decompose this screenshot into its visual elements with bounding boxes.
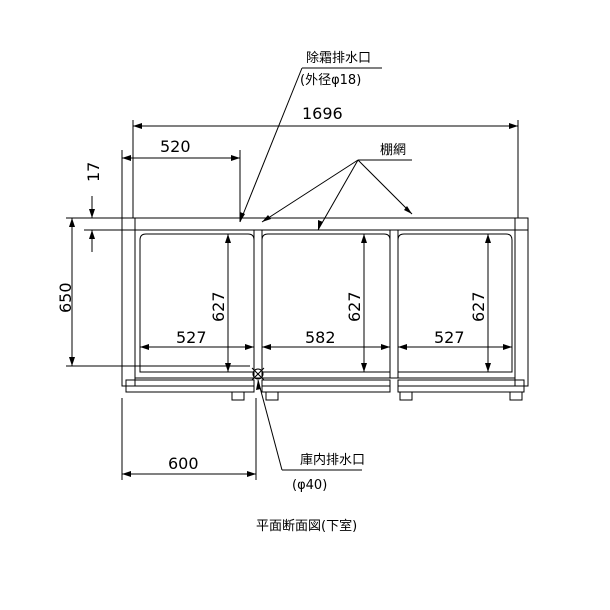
interior-drain-size-label: (φ40) bbox=[292, 478, 327, 493]
dim-overall-width: 1696 bbox=[132, 104, 519, 218]
interior-bays bbox=[139, 229, 513, 379]
leader-interior-drain: 庫内排水口 (φ40) bbox=[256, 379, 365, 493]
depth-label: 650 bbox=[56, 282, 75, 313]
cabinet-walls bbox=[121, 217, 529, 387]
interior-drain-marker bbox=[251, 367, 265, 381]
dim-wall-top: 17 bbox=[84, 162, 135, 252]
drain-offset-label: 520 bbox=[160, 137, 191, 156]
bay-width-2-label: 582 bbox=[305, 328, 336, 347]
defrost-drain-size-label: (外径φ18) bbox=[300, 73, 361, 88]
shelf-net-label: 棚網 bbox=[380, 143, 406, 158]
wall-top-label: 17 bbox=[84, 162, 103, 182]
leader-shelf-net: 棚網 bbox=[261, 143, 413, 231]
dim-bay-heights: 627 627 627 bbox=[209, 234, 491, 372]
doors bbox=[125, 379, 525, 401]
leader-defrost-drain: 除霜排水口 (外径φ18) bbox=[239, 51, 382, 223]
bay-height-1-label: 627 bbox=[209, 291, 228, 322]
overall-width-label: 1696 bbox=[302, 104, 343, 123]
bay-width-1-label: 527 bbox=[176, 328, 207, 347]
dim-drain-offset: 520 bbox=[121, 137, 241, 222]
dim-bay-widths: 527 582 527 bbox=[140, 328, 512, 350]
bay-height-3-label: 627 bbox=[469, 291, 488, 322]
view-title-label: 平面断面図(下室) bbox=[256, 518, 357, 534]
view-title: 平面断面図(下室) bbox=[256, 518, 357, 534]
dim-depth: 650 bbox=[56, 217, 250, 367]
interior-drain-label: 庫内排水口 bbox=[300, 452, 365, 468]
defrost-drain-label: 除霜排水口 bbox=[306, 51, 371, 66]
bay-width-3-label: 527 bbox=[434, 328, 465, 347]
door-width-label: 600 bbox=[168, 454, 199, 473]
dim-door-width: 600 bbox=[121, 398, 257, 480]
bay-height-2-label: 627 bbox=[345, 291, 364, 322]
